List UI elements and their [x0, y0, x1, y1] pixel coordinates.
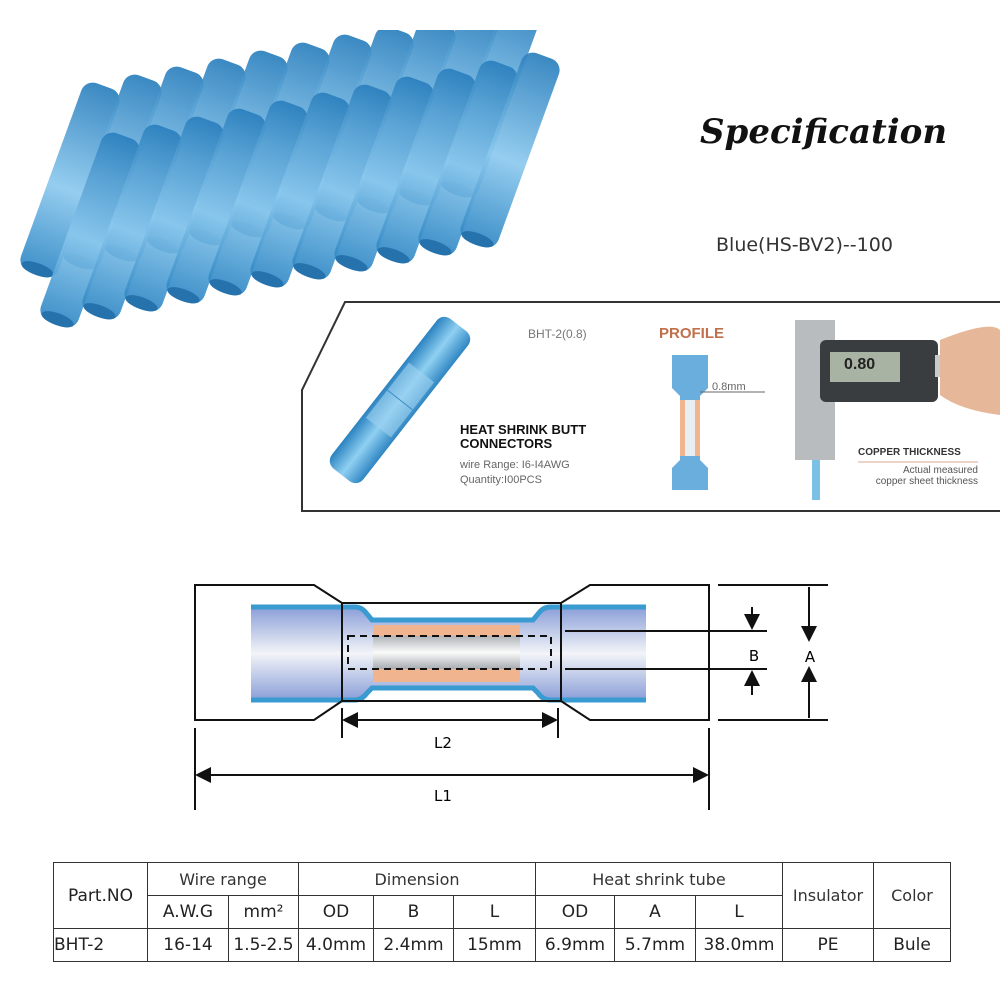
cell: 38.0mm [695, 928, 783, 962]
connector-tube [292, 84, 392, 280]
cell: 1.5-2.5 [228, 928, 299, 962]
cell: 5.7mm [614, 928, 696, 962]
subheader: A.W.G [147, 895, 229, 929]
wire-range-text: wire Range: I6-I4AWG [460, 459, 570, 471]
connector-tube [208, 100, 308, 296]
caliper-reading: 0.80 [844, 356, 876, 373]
label-B: B [749, 647, 759, 665]
copper-thickness-title: COPPER THICKNESS [858, 447, 961, 458]
spec-table: Part.NO Wire range Dimension Heat shrink… [53, 862, 951, 962]
label-L2: L2 [434, 734, 452, 752]
caliper-photo [795, 320, 1000, 500]
single-connector-image [329, 316, 471, 484]
label-A: A [805, 648, 816, 666]
subheader: L [695, 895, 783, 929]
table-row: BHT-2 16-14 1.5-2.5 4.0mm 2.4mm 15mm 6.9… [53, 928, 951, 962]
connector-tube [376, 68, 476, 264]
header-wire-range: Wire range [147, 862, 299, 896]
spec-title: Specification [700, 112, 948, 152]
subheader: A [614, 895, 696, 929]
profile-panel-frame [301, 301, 1000, 512]
header-insulator: Insulator [782, 862, 874, 929]
cell: 4.0mm [298, 928, 374, 962]
subheader: OD [535, 895, 615, 929]
connector-tube [20, 82, 120, 278]
cell: 16-14 [147, 928, 229, 962]
cell: PE [782, 928, 874, 962]
variant-label: Blue(HS-BV2)--100 [716, 234, 893, 256]
connector-tube [334, 76, 434, 272]
subheader: mm² [228, 895, 299, 929]
copper-desc-line2: copper sheet thickness [875, 476, 978, 487]
subheader: OD [298, 895, 374, 929]
thickness-label: 0.8mm [712, 381, 746, 393]
connectors-pile-photo [20, 30, 560, 328]
connector-tube [82, 124, 182, 320]
profile-cross-section [672, 355, 765, 490]
connector-tube [166, 108, 266, 304]
connector-tube [40, 132, 140, 328]
header-color: Color [873, 862, 951, 929]
subheader: L [453, 895, 536, 929]
connector-tube [124, 116, 224, 312]
cell: 15mm [453, 928, 536, 962]
dimension-diagram: B A L2 L1 [194, 584, 828, 810]
product-name-line2: CONNECTORS [460, 436, 553, 451]
header-heat-shrink-tube: Heat shrink tube [535, 862, 783, 896]
cell: 6.9mm [535, 928, 615, 962]
quantity-text: Quantity:I00PCS [460, 474, 542, 486]
cell: 2.4mm [373, 928, 454, 962]
connector-tube [418, 60, 518, 256]
profile-label: PROFILE [659, 325, 725, 342]
label-L1: L1 [434, 787, 452, 805]
header-dimension: Dimension [298, 862, 536, 896]
header-part-no: Part.NO [53, 862, 148, 929]
connector-tube [250, 92, 350, 288]
copper-desc-line1: Actual measured [902, 465, 978, 476]
product-name-line1: HEAT SHRINK BUTT [460, 422, 587, 437]
subheader: B [373, 895, 454, 929]
connector-tube [460, 52, 560, 248]
model-label: BHT-2(0.8) [528, 327, 587, 341]
cell: Bule [873, 928, 951, 962]
cell: BHT-2 [53, 928, 148, 962]
